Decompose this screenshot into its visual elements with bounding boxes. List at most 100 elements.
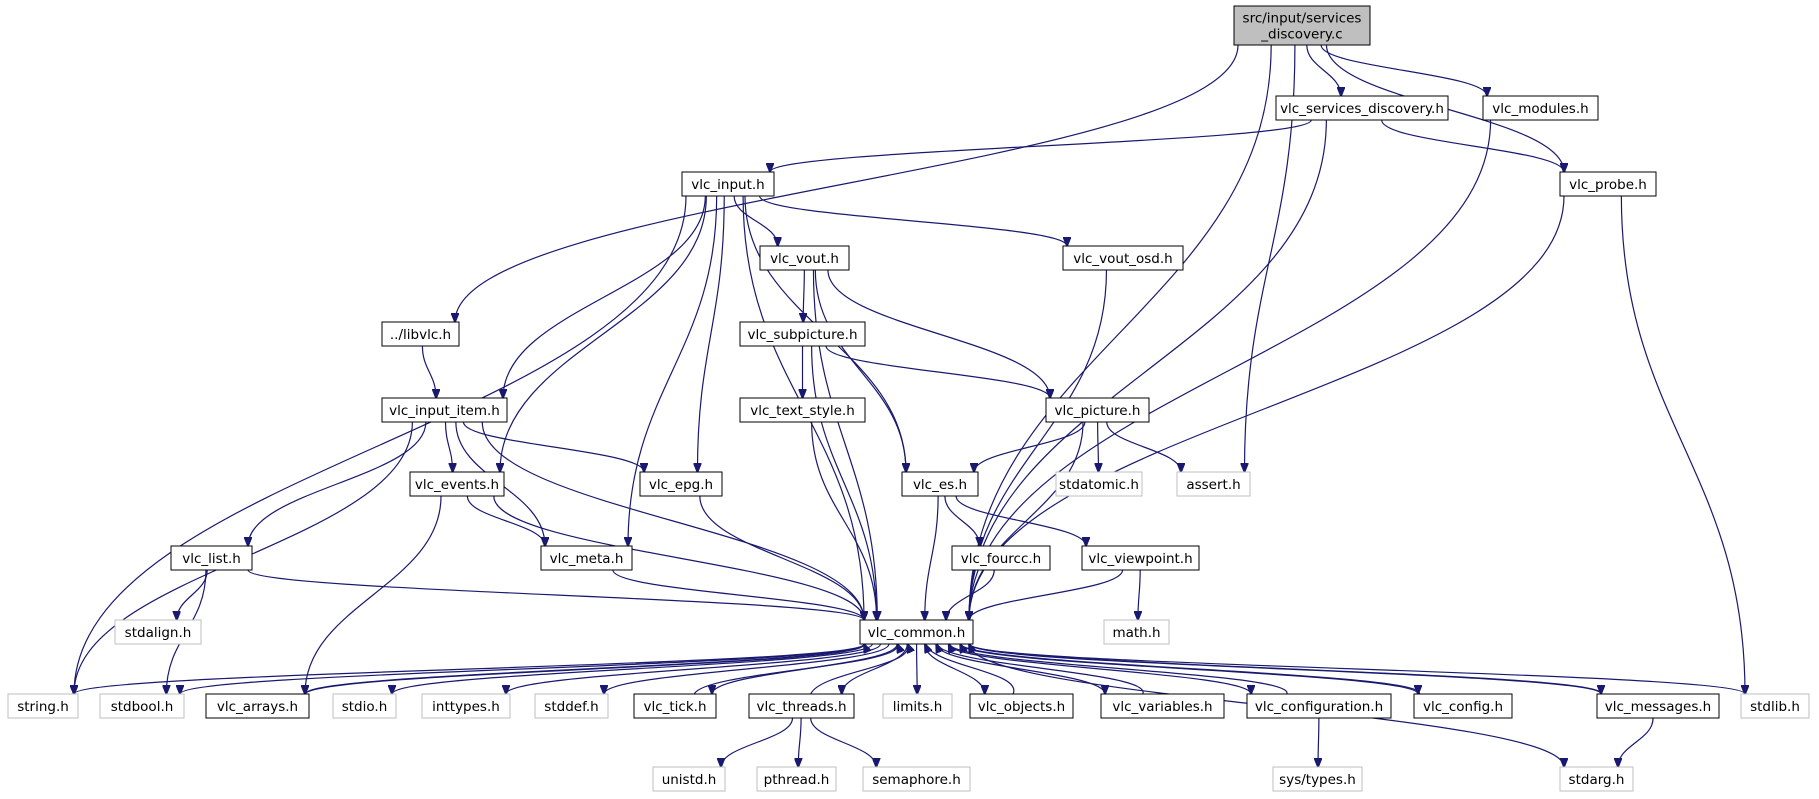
edge-common-to-stdio bbox=[392, 643, 873, 694]
node-item[interactable]: vlc_input_item.h bbox=[381, 397, 508, 423]
node-label: stdarg.h bbox=[1569, 772, 1625, 788]
node-label: vlc_modules.h bbox=[1492, 101, 1588, 117]
node-label: sys/types.h bbox=[1279, 772, 1356, 788]
node-label: vlc_objects.h bbox=[978, 699, 1065, 715]
node-box bbox=[1062, 245, 1184, 271]
node-label: string.h bbox=[17, 699, 69, 715]
node-label: vlc_es.h bbox=[913, 477, 967, 493]
node-label: vlc_tick.h bbox=[643, 699, 706, 715]
node-label: stdatomic.h bbox=[1059, 477, 1139, 493]
node-libvlc[interactable]: ../libvlc.h bbox=[381, 321, 460, 347]
edge-common-to-inttypes bbox=[506, 643, 882, 694]
node-box bbox=[681, 171, 775, 197]
node-fourcc[interactable]: vlc_fourcc.h bbox=[951, 545, 1051, 571]
node-label: pthread.h bbox=[764, 772, 830, 788]
node-box bbox=[170, 545, 253, 571]
edge-tick-to-common bbox=[693, 644, 897, 695]
node-probe[interactable]: vlc_probe.h bbox=[1559, 171, 1657, 197]
node-label: vlc_input_item.h bbox=[389, 403, 500, 419]
node-sem: semaphore.h bbox=[862, 766, 971, 792]
node-events[interactable]: vlc_events.h bbox=[409, 471, 505, 497]
edge-fourcc-to-common bbox=[946, 569, 995, 620]
node-box bbox=[633, 693, 717, 719]
node-sd[interactable]: vlc_services_discovery.h bbox=[1275, 95, 1449, 121]
node-box bbox=[1176, 471, 1251, 497]
node-box bbox=[739, 321, 866, 347]
node-objects[interactable]: vlc_objects.h bbox=[969, 693, 1074, 719]
edge-vout-to-subpic bbox=[803, 269, 804, 322]
edge-pic-to-es bbox=[974, 421, 1086, 472]
node-box bbox=[859, 619, 974, 645]
edge-text-to-common bbox=[811, 421, 877, 620]
node-label: inttypes.h bbox=[432, 699, 500, 715]
node-threads[interactable]: vlc_threads.h bbox=[748, 693, 855, 719]
edge-root-to-common bbox=[969, 44, 1272, 620]
node-box bbox=[1081, 545, 1200, 571]
node-box bbox=[759, 245, 850, 271]
node-arrays[interactable]: vlc_arrays.h bbox=[205, 693, 310, 719]
node-meta[interactable]: vlc_meta.h bbox=[540, 545, 633, 571]
node-label: vlc_meta.h bbox=[550, 551, 624, 567]
node-label: vlc_events.h bbox=[415, 477, 499, 493]
node-label: vlc_input.h bbox=[691, 177, 765, 193]
edge-events-to-arrays bbox=[305, 495, 442, 694]
node-msgs[interactable]: vlc_messages.h bbox=[1596, 693, 1720, 719]
node-box bbox=[114, 619, 202, 645]
node-label: vlc_variables.h bbox=[1112, 699, 1212, 715]
node-pic[interactable]: vlc_picture.h bbox=[1045, 397, 1150, 423]
node-vars[interactable]: vlc_variables.h bbox=[1100, 693, 1225, 719]
node-string: string.h bbox=[7, 693, 79, 719]
node-mod[interactable]: vlc_modules.h bbox=[1482, 95, 1599, 121]
node-label: stdalign.h bbox=[125, 625, 192, 641]
node-box bbox=[756, 766, 837, 792]
edge-probe-to-common bbox=[969, 195, 1565, 620]
node-label: stdlib.h bbox=[1750, 699, 1800, 715]
node-input[interactable]: vlc_input.h bbox=[681, 171, 775, 197]
edge-epg-to-common bbox=[699, 495, 864, 620]
edge-threads-to-unistd bbox=[721, 717, 794, 767]
node-text[interactable]: vlc_text_style.h bbox=[739, 397, 866, 423]
node-box bbox=[1559, 766, 1634, 792]
node-box bbox=[1740, 693, 1810, 719]
node-label: vlc_text_style.h bbox=[750, 403, 855, 419]
node-pthread: pthread.h bbox=[756, 766, 837, 792]
node-label: unistd.h bbox=[662, 772, 717, 788]
edge-msgs-to-common bbox=[969, 644, 1602, 695]
node-box bbox=[739, 397, 866, 423]
node-label: stdio.h bbox=[342, 699, 388, 715]
node-box bbox=[1045, 397, 1150, 423]
node-label: _discovery.c bbox=[1260, 27, 1342, 43]
node-vout[interactable]: vlc_vout.h bbox=[759, 245, 850, 271]
node-es[interactable]: vlc_es.h bbox=[901, 471, 979, 497]
edge-config-to-common bbox=[960, 644, 1420, 695]
node-label: limits.h bbox=[893, 699, 943, 715]
node-box bbox=[1233, 5, 1371, 46]
edge-es-to-viewpt bbox=[955, 495, 1086, 546]
node-config[interactable]: vlc_config.h bbox=[1413, 693, 1513, 719]
node-osd[interactable]: vlc_vout_osd.h bbox=[1062, 245, 1184, 271]
node-box bbox=[748, 693, 855, 719]
node-label: vlc_vout.h bbox=[770, 251, 839, 267]
node-common[interactable]: vlc_common.h bbox=[859, 619, 974, 645]
node-box bbox=[381, 397, 508, 423]
node-box bbox=[534, 693, 609, 719]
node-confg[interactable]: vlc_configuration.h bbox=[1246, 693, 1392, 719]
edge-common-to-stdbool bbox=[180, 643, 865, 694]
edge-sd-to-input bbox=[770, 119, 1312, 172]
node-viewpt[interactable]: vlc_viewpoint.h bbox=[1081, 545, 1200, 571]
edge-viewpt-to-common bbox=[969, 569, 1124, 620]
edge-pic-to-common bbox=[969, 421, 1084, 620]
node-label: vlc_picture.h bbox=[1055, 403, 1141, 419]
node-box bbox=[409, 471, 505, 497]
edge-libvlc-to-item bbox=[421, 345, 436, 398]
node-subpic[interactable]: vlc_subpicture.h bbox=[739, 321, 866, 347]
node-root[interactable]: src/input/services_discovery.c bbox=[1233, 5, 1371, 46]
node-list[interactable]: vlc_list.h bbox=[170, 545, 253, 571]
node-atomic: stdatomic.h bbox=[1055, 471, 1143, 497]
node-box bbox=[1103, 619, 1170, 645]
node-tick[interactable]: vlc_tick.h bbox=[633, 693, 717, 719]
node-epg[interactable]: vlc_epg.h bbox=[639, 471, 723, 497]
node-stdlib: stdlib.h bbox=[1740, 693, 1810, 719]
edge-vout-to-pic bbox=[827, 269, 1050, 398]
edge-pic-to-atomic bbox=[1098, 421, 1099, 472]
